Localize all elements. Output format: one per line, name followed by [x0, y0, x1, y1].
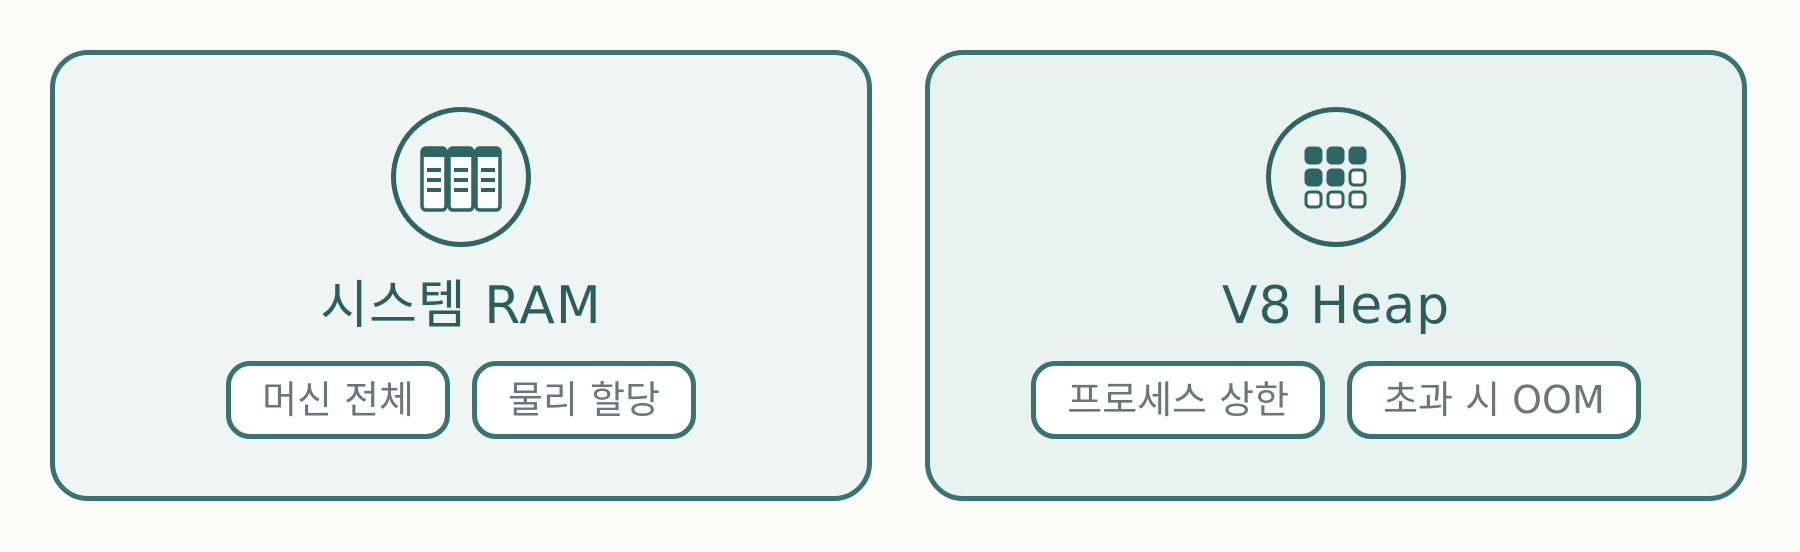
memory-sticks-icon: [391, 107, 531, 247]
system-ram-title: 시스템 RAM: [320, 276, 602, 336]
v8-heap-title: V8 Heap: [1221, 276, 1451, 336]
tag-process-limit: 프로세스 상한: [1031, 361, 1326, 439]
tag-physical-allocation: 물리 할당: [472, 361, 696, 439]
heap-grid-icon: [1266, 107, 1406, 247]
system-ram-tags: 머신 전체 물리 할당: [55, 361, 867, 439]
tag-machine-wide: 머신 전체: [226, 361, 450, 439]
tag-oom-on-exceed: 초과 시 OOM: [1347, 361, 1641, 439]
v8-heap-card: V8 Heap 프로세스 상한 초과 시 OOM: [925, 50, 1747, 501]
v8-heap-tags: 프로세스 상한 초과 시 OOM: [930, 361, 1742, 439]
system-ram-card: 시스템 RAM 머신 전체 물리 할당: [50, 50, 872, 501]
